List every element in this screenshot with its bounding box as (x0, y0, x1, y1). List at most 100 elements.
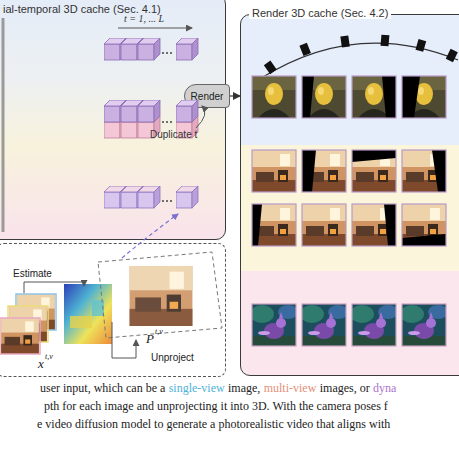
duplicate-arrow (122, 106, 205, 258)
duplicate-arrow (196, 106, 205, 128)
cache-cubes (170, 121, 172, 123)
math-superscript: t,v (155, 328, 163, 337)
camera-trajectory (416, 39, 427, 52)
rendered-frames (402, 204, 446, 246)
rendered-frames (432, 150, 446, 192)
rendered-frames (402, 150, 446, 192)
depth-map (70, 316, 92, 328)
point-cloud (130, 266, 193, 326)
camera-trajectory (258, 43, 458, 80)
point-cloud (112, 322, 136, 358)
depth-map (64, 284, 112, 344)
step-label: Duplicate t (150, 129, 197, 140)
cache-cubes (138, 38, 160, 60)
depth-map (84, 281, 85, 286)
rendered-frames (402, 150, 446, 192)
depth-map (24, 281, 112, 344)
rendered-frames (402, 234, 446, 246)
caption-text: single-view (169, 381, 225, 395)
rendered-frames (252, 204, 296, 246)
caption-line: e video diffusion model to generate a ph… (37, 418, 394, 431)
caption-text: pth for each image and unprojecting it i… (44, 399, 388, 413)
cache-cubes (176, 100, 198, 122)
rendered-frames (352, 76, 396, 118)
panel-title: Render 3D cache (Sec. 4.2) (249, 7, 391, 19)
caption-text: dyna (373, 381, 396, 395)
rendered-frames (402, 76, 446, 118)
camera-trajectory (299, 43, 311, 56)
input-images (0, 294, 56, 354)
rendered-frames (402, 76, 420, 118)
caption-line: user input, which can be asingle-viewima… (40, 382, 400, 395)
cache-cubes (162, 200, 164, 202)
cache-cubes (176, 38, 198, 60)
camera-trajectory (340, 35, 349, 47)
rendered-frames (252, 150, 296, 192)
duplicate-arrow (122, 214, 178, 258)
rendered-frames (302, 150, 346, 192)
caption-text: multi-view (264, 381, 317, 395)
cache-cubes (170, 52, 172, 54)
cache-cubes (162, 52, 164, 54)
box-label: Render (191, 91, 224, 102)
rendered-frames (352, 150, 396, 162)
math-symbol: P (146, 332, 154, 346)
point-cloud (98, 252, 222, 358)
rendered-frames (302, 304, 346, 346)
rendered-frames (252, 204, 296, 246)
rendered-frames (302, 76, 314, 118)
cache-cubes (166, 200, 168, 202)
point-cloud (116, 266, 128, 326)
camera-trajectory (264, 61, 277, 75)
rendered-frames (302, 150, 346, 192)
rendered-frames (402, 304, 446, 346)
cache-cubes (166, 52, 168, 54)
rendered-frames (352, 150, 396, 192)
input-images (1, 318, 39, 354)
rendered-frames (250, 76, 448, 346)
rendered-frames (252, 304, 296, 346)
camera-trajectory (380, 35, 389, 47)
cache-cubes (138, 186, 160, 208)
rendered-frames (352, 204, 396, 246)
rendered-frames (402, 76, 446, 118)
math-symbol: x (38, 357, 44, 371)
caption-text: e video diffusion model to generate a ph… (37, 417, 390, 431)
step-label: Estimate (13, 268, 52, 279)
caption-text: user input, which can be a (40, 381, 165, 395)
rendered-frames (402, 204, 446, 246)
depth-map (24, 281, 84, 293)
cache-cubes (162, 121, 164, 123)
rendered-frames (252, 76, 296, 118)
rendered-frames (252, 204, 262, 246)
camera-trajectory (446, 49, 458, 62)
camera-trajectory (258, 35, 458, 80)
cache-cubes (170, 200, 172, 202)
rendered-frames (300, 304, 348, 346)
rendered-frames (350, 304, 398, 346)
point-cloud (98, 252, 222, 338)
rendered-frames (352, 76, 396, 118)
time-axis (118, 28, 192, 29)
caption-line: pth for each image and unprojecting it i… (44, 400, 391, 413)
axis-label: t = 1, ... L (124, 13, 164, 24)
rendered-frames (382, 76, 396, 118)
cache-cubes (138, 100, 160, 122)
rendered-frames (384, 204, 396, 246)
caption-text: image, (228, 381, 260, 395)
rendered-frames (252, 150, 296, 192)
rendered-frames (250, 304, 298, 346)
caption-text: images, or (320, 381, 370, 395)
cache-cubes (104, 38, 198, 208)
time-axis (3, 18, 192, 232)
cache-cubes (176, 186, 198, 208)
rendered-frames (400, 304, 448, 346)
rendered-frames (352, 204, 396, 246)
math-superscript: t,v (45, 353, 53, 362)
rendered-frames (302, 150, 316, 192)
rendered-frames (302, 76, 346, 118)
flow-arrow (230, 95, 240, 96)
rendered-frames (302, 76, 346, 118)
